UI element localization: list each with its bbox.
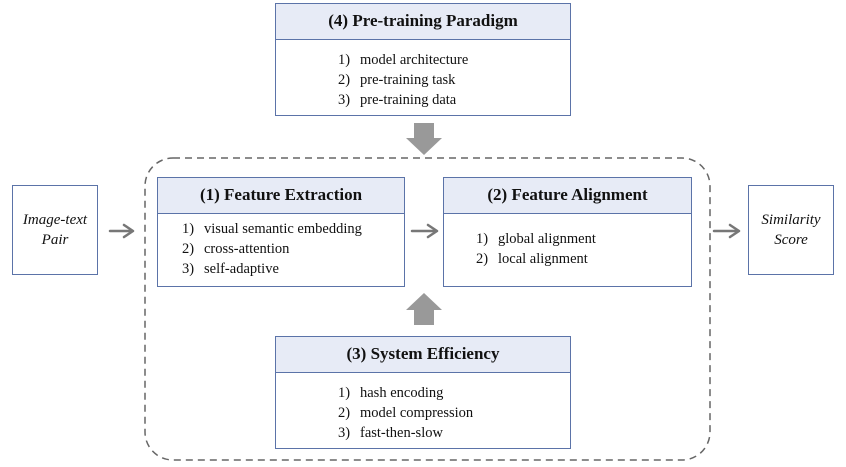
feature-alignment-box: (2) Feature Alignment 1)global alignment…	[443, 177, 692, 287]
arrow-alignment-to-output	[712, 223, 741, 239]
pretraining-paradigm-box: (4) Pre-training Paradigm 1)model archit…	[275, 3, 571, 116]
system-efficiency-list: 1)hash encoding 2)model compression 3)fa…	[276, 373, 570, 443]
feature-alignment-title: (2) Feature Alignment	[444, 178, 691, 214]
dashed-region	[144, 157, 711, 461]
system-efficiency-title: (3) System Efficiency	[276, 337, 570, 373]
list-item: 3)fast-then-slow	[338, 425, 443, 441]
output-label-line2: Score	[774, 232, 808, 248]
list-item: 2)pre-training task	[338, 72, 456, 88]
input-label-line2: Pair	[41, 232, 69, 248]
output-label-line1: Similarity	[761, 212, 821, 228]
pretraining-list: 1)model architecture 2)pre-training task…	[276, 40, 570, 110]
list-item: 3)pre-training data	[338, 92, 457, 108]
pretraining-title: (4) Pre-training Paradigm	[276, 4, 570, 40]
list-item: 2)model compression	[338, 405, 474, 421]
similarity-score-box: Similarity Score	[748, 185, 834, 275]
up-block-arrow	[406, 293, 442, 325]
down-block-arrow	[406, 123, 442, 155]
list-item: 2)local alignment	[476, 251, 588, 267]
feature-extraction-list: 1)visual semantic embedding 2)cross-atte…	[158, 214, 404, 279]
list-item: 2)cross-attention	[182, 241, 290, 257]
list-item: 1)global alignment	[476, 231, 596, 247]
arrow-input-to-extraction	[108, 223, 135, 239]
input-label-line1: Image-text	[22, 212, 88, 228]
system-efficiency-box: (3) System Efficiency 1)hash encoding 2)…	[275, 336, 571, 449]
list-item: 1)hash encoding	[338, 385, 444, 401]
list-item: 1)model architecture	[338, 52, 469, 68]
list-item: 1)visual semantic embedding	[182, 221, 362, 237]
feature-extraction-box: (1) Feature Extraction 1)visual semantic…	[157, 177, 405, 287]
image-text-pair-box: Image-text Pair	[12, 185, 98, 275]
arrow-extraction-to-alignment	[410, 223, 439, 239]
feature-extraction-title: (1) Feature Extraction	[158, 178, 404, 214]
list-item: 3)self-adaptive	[182, 261, 279, 277]
feature-alignment-list: 1)global alignment 2)local alignment	[444, 214, 691, 269]
